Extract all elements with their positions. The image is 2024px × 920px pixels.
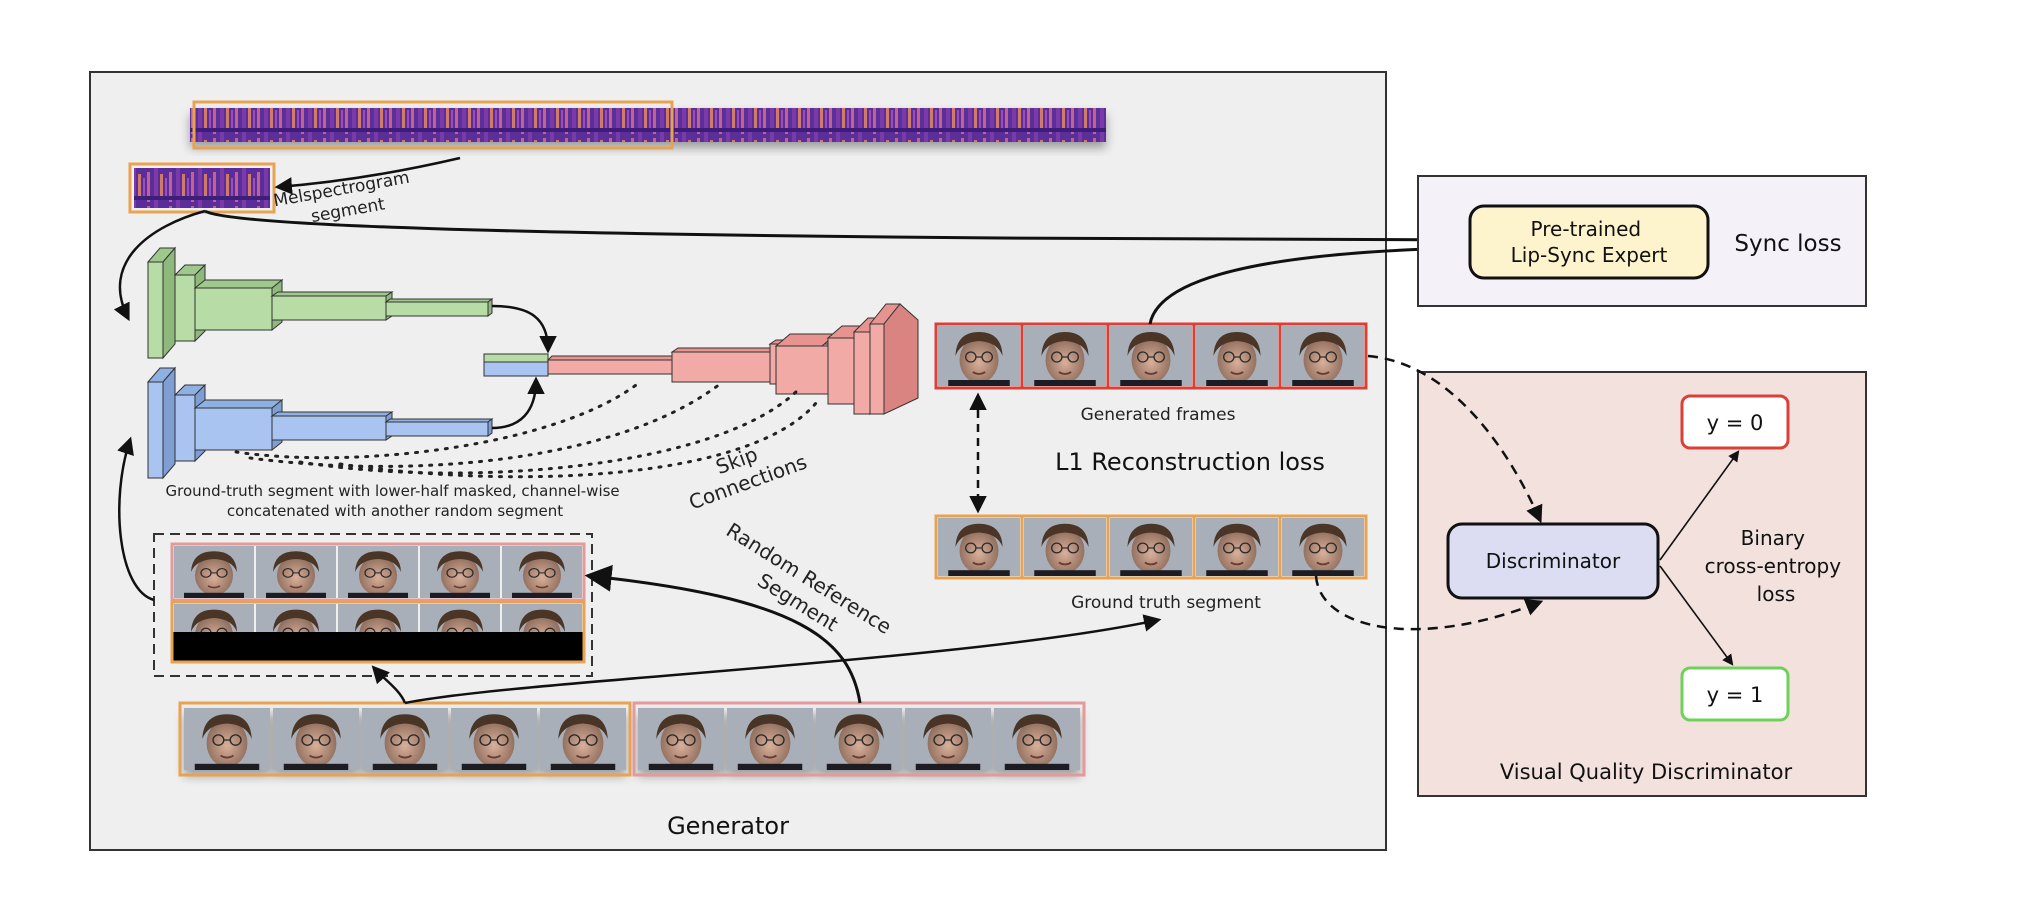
arrow-to-y1 xyxy=(1659,565,1734,666)
ground-truth-frames xyxy=(934,514,1368,580)
arrow-to-segment xyxy=(274,156,461,195)
arrow-random-ref-to-stack xyxy=(584,564,862,704)
discriminator-label: Discriminator xyxy=(1486,549,1621,573)
arrow-gt-to-gt-segment xyxy=(404,614,1162,705)
l1-loss-label: L1 Reconstruction loss xyxy=(1055,448,1325,476)
discriminator-box[interactable] xyxy=(1446,522,1660,600)
sync-loss-label: Sync loss xyxy=(1734,231,1841,257)
ground-truth-masked-label: Ground-truth segment with lower-half mas… xyxy=(166,482,625,520)
bottleneck-concat xyxy=(483,353,549,377)
arrow-gt-to-stack xyxy=(371,665,407,704)
arrow-gt-to-discriminator xyxy=(1314,575,1544,631)
generator-label: Generator xyxy=(667,812,789,840)
y1-label: y = 1 xyxy=(1707,683,1764,707)
ground-truth-segment-label: Ground truth segment xyxy=(1071,593,1261,613)
arrow-face-to-bottleneck xyxy=(491,376,545,430)
audio-encoder xyxy=(146,246,494,360)
face-encoder xyxy=(146,366,494,480)
arrow-frames-to-expert xyxy=(1148,235,1466,325)
arrow-stack-to-face-encoder xyxy=(117,436,155,602)
arrow-generated-to-discriminator xyxy=(1367,354,1543,524)
input-stack-box xyxy=(153,533,593,677)
skip-connections xyxy=(234,380,822,479)
visual-quality-label: Visual Quality Discriminator xyxy=(1500,760,1793,784)
melspectrogram-full xyxy=(190,108,1106,142)
arrow-audio-to-expert xyxy=(204,209,1481,254)
arrow-audio-to-encoder xyxy=(113,209,206,322)
lip-sync-expert-label: Pre-trained Lip-Sync Expert xyxy=(1511,217,1668,267)
face-decoder xyxy=(546,303,919,416)
arrow-audio-to-bottleneck xyxy=(491,304,557,354)
melspectrogram-segment-thumb xyxy=(128,162,276,214)
bce-loss-label: Binary cross-entropy loss xyxy=(1705,526,1848,606)
random-reference-row xyxy=(170,542,586,602)
generated-frames-label: Generated frames xyxy=(1081,405,1236,425)
masked-ground-truth-row xyxy=(170,600,586,664)
lip-sync-expert-box[interactable] xyxy=(1468,204,1710,280)
arrow-to-y0 xyxy=(1659,450,1740,561)
y0-box xyxy=(1680,394,1790,450)
melspectrogram-window xyxy=(192,100,674,150)
y1-box xyxy=(1680,666,1790,722)
y0-label: y = 0 xyxy=(1707,411,1764,435)
generated-frames xyxy=(934,322,1368,390)
